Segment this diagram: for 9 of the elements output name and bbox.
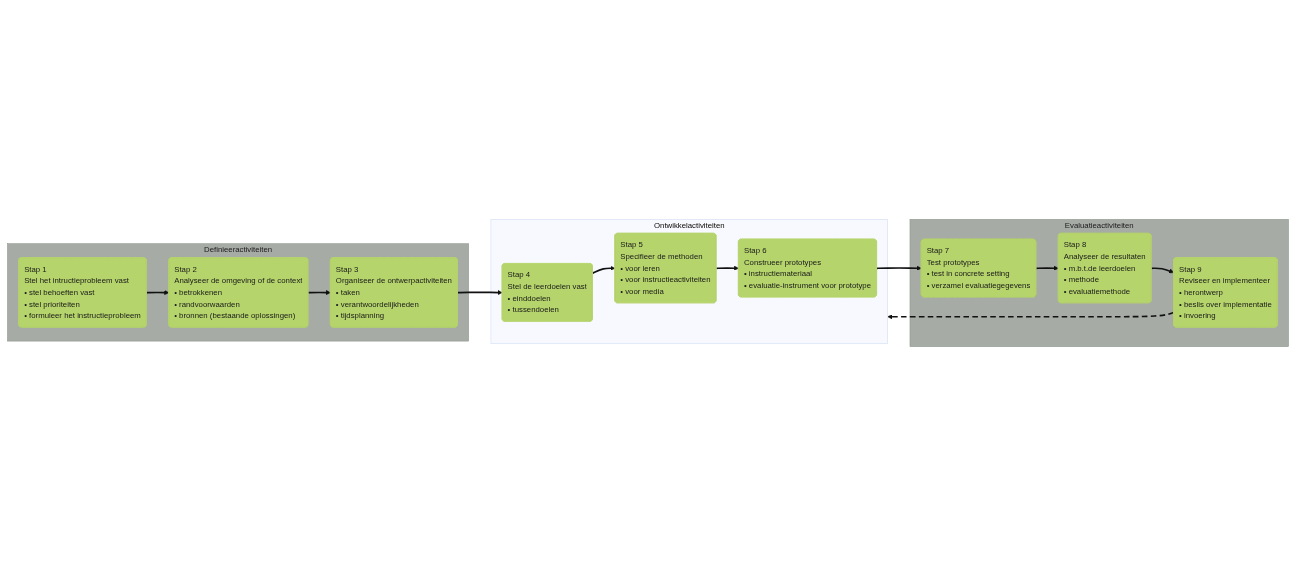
arrow [875, 265, 922, 271]
arrow [591, 265, 615, 274]
arrow [306, 289, 331, 295]
arrow [456, 289, 503, 295]
arrow [715, 265, 739, 271]
arrow [1034, 265, 1059, 271]
arrow [145, 289, 169, 295]
arrow [1150, 266, 1174, 273]
arrow [887, 311, 1174, 319]
